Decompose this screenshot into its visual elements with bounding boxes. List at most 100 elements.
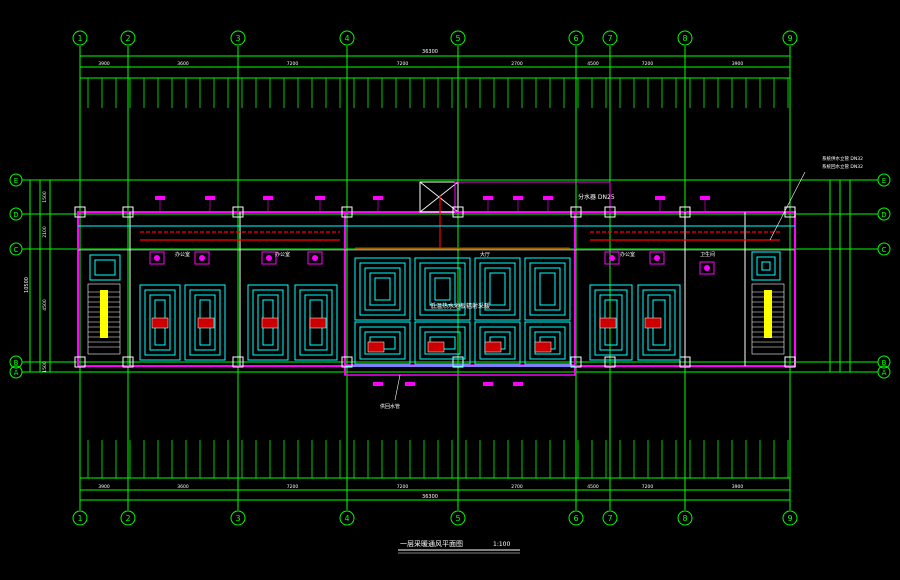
coil-loop [94, 259, 116, 276]
dim-top-label: 3900 [732, 61, 744, 67]
axis-bubble-7 [602, 30, 618, 46]
dim-top-label: 3600 [177, 61, 189, 67]
axis-bubble-1 [72, 510, 88, 526]
pipe-tag [543, 196, 553, 200]
coil-loop [637, 284, 681, 361]
room-heat-tag [427, 341, 445, 353]
axis-bubble-3 [230, 30, 246, 46]
column [570, 206, 582, 218]
dim-top-label: 7200 [287, 61, 299, 67]
column [122, 356, 134, 368]
axis-bubble-D [877, 207, 891, 221]
axis-bubble-C [877, 242, 891, 256]
column [784, 356, 796, 368]
coil-loop [529, 326, 566, 360]
manifold-box [149, 251, 165, 265]
manifolds [149, 251, 715, 275]
pipe-tag [483, 196, 493, 200]
coil-loop [364, 267, 401, 311]
dim-bottom-label: 3900 [98, 484, 110, 490]
manifold-valve [266, 255, 272, 261]
dim-bottom-label: 3900 [732, 484, 744, 490]
coil-loop [474, 321, 521, 365]
manifold-box [699, 261, 715, 275]
room-names: 办公室 办公室 大厅 办公室 卫生间 [175, 251, 715, 258]
column [452, 356, 464, 368]
coil-loop [359, 326, 406, 360]
room-heat-tag [644, 317, 662, 329]
coil-loop [474, 257, 521, 321]
room-label-2: 办公室 [275, 251, 290, 258]
column [604, 356, 616, 368]
column [122, 206, 134, 218]
axis-label-3: 3 [235, 514, 240, 523]
drawing-title-text: 一层采暖通风平面图 [400, 539, 463, 548]
pipe-tag [700, 196, 710, 200]
axis-label-7: 7 [607, 514, 612, 523]
manifold-box [194, 251, 210, 265]
column [679, 356, 691, 368]
coil-loop [89, 254, 121, 281]
axis-bubble-5 [450, 510, 466, 526]
coil-loop [369, 272, 396, 306]
room-label-5: 卫生间 [700, 251, 715, 258]
axis-bubble-9 [782, 30, 798, 46]
dimension-ticks [87, 78, 789, 478]
coil-loop [479, 326, 516, 360]
axis-label-A: A [882, 369, 887, 377]
axis-label-E: E [882, 177, 886, 185]
coil-loop [139, 284, 181, 361]
coil-loop [751, 251, 781, 281]
dim-top-label: 3900 [98, 61, 110, 67]
axis-bubble-E [9, 173, 23, 187]
axis-bubble-4 [339, 30, 355, 46]
pipe-note-bottom: 供回水管 [380, 403, 400, 410]
manifold-valve [154, 255, 160, 261]
axis-label-8: 8 [682, 514, 687, 523]
coil-loop [252, 289, 284, 356]
pipe-tag [405, 382, 415, 386]
manifold-box [604, 251, 620, 265]
coil-loop [489, 272, 506, 306]
stair-right [751, 283, 785, 355]
axis-label-D: D [881, 211, 886, 219]
room-heat-tag [197, 317, 215, 329]
left-total-dimension: 10500 [24, 277, 30, 293]
dim-left-label: 2100 [42, 226, 48, 238]
column [679, 206, 691, 218]
axis-bubble-2 [120, 510, 136, 526]
room-label-3: 大厅 [480, 251, 490, 258]
axis-bubble-A [877, 365, 891, 379]
axis-bubble-6 [568, 30, 584, 46]
coil-loop [429, 272, 456, 306]
column [341, 356, 353, 368]
coil-loop [299, 289, 333, 356]
axis-label-5: 5 [455, 34, 460, 43]
manifold-box [649, 251, 665, 265]
coil-loop [149, 294, 171, 351]
total-dimension-top: 36300 [422, 49, 438, 55]
coil-loop [364, 331, 401, 355]
pipe-tag [205, 196, 215, 200]
axis-label-2: 2 [125, 514, 130, 523]
coil-loop [594, 289, 628, 356]
axis-label-E: E [14, 177, 18, 185]
dim-bottom-label: 2700 [511, 484, 523, 490]
axis-label-6: 6 [573, 34, 578, 43]
coil-loop [424, 331, 461, 355]
drawing-scale: 1:100 [493, 541, 510, 548]
dim-bottom-label: 7200 [397, 484, 409, 490]
manifold-valve [199, 255, 205, 261]
dim-left-label: 1500 [42, 191, 48, 203]
bottom-dimension-group [80, 477, 790, 501]
coil-loop [189, 289, 221, 356]
axis-bubble-6 [568, 510, 584, 526]
hall-note: 低温热水地板辐射采暖 [430, 302, 490, 310]
axis-bubble-D [9, 207, 23, 221]
axis-label-4: 4 [344, 34, 349, 43]
dim-top-label: 7200 [397, 61, 409, 67]
axis-label-1: 1 [77, 514, 82, 523]
coil-loop [194, 294, 216, 351]
